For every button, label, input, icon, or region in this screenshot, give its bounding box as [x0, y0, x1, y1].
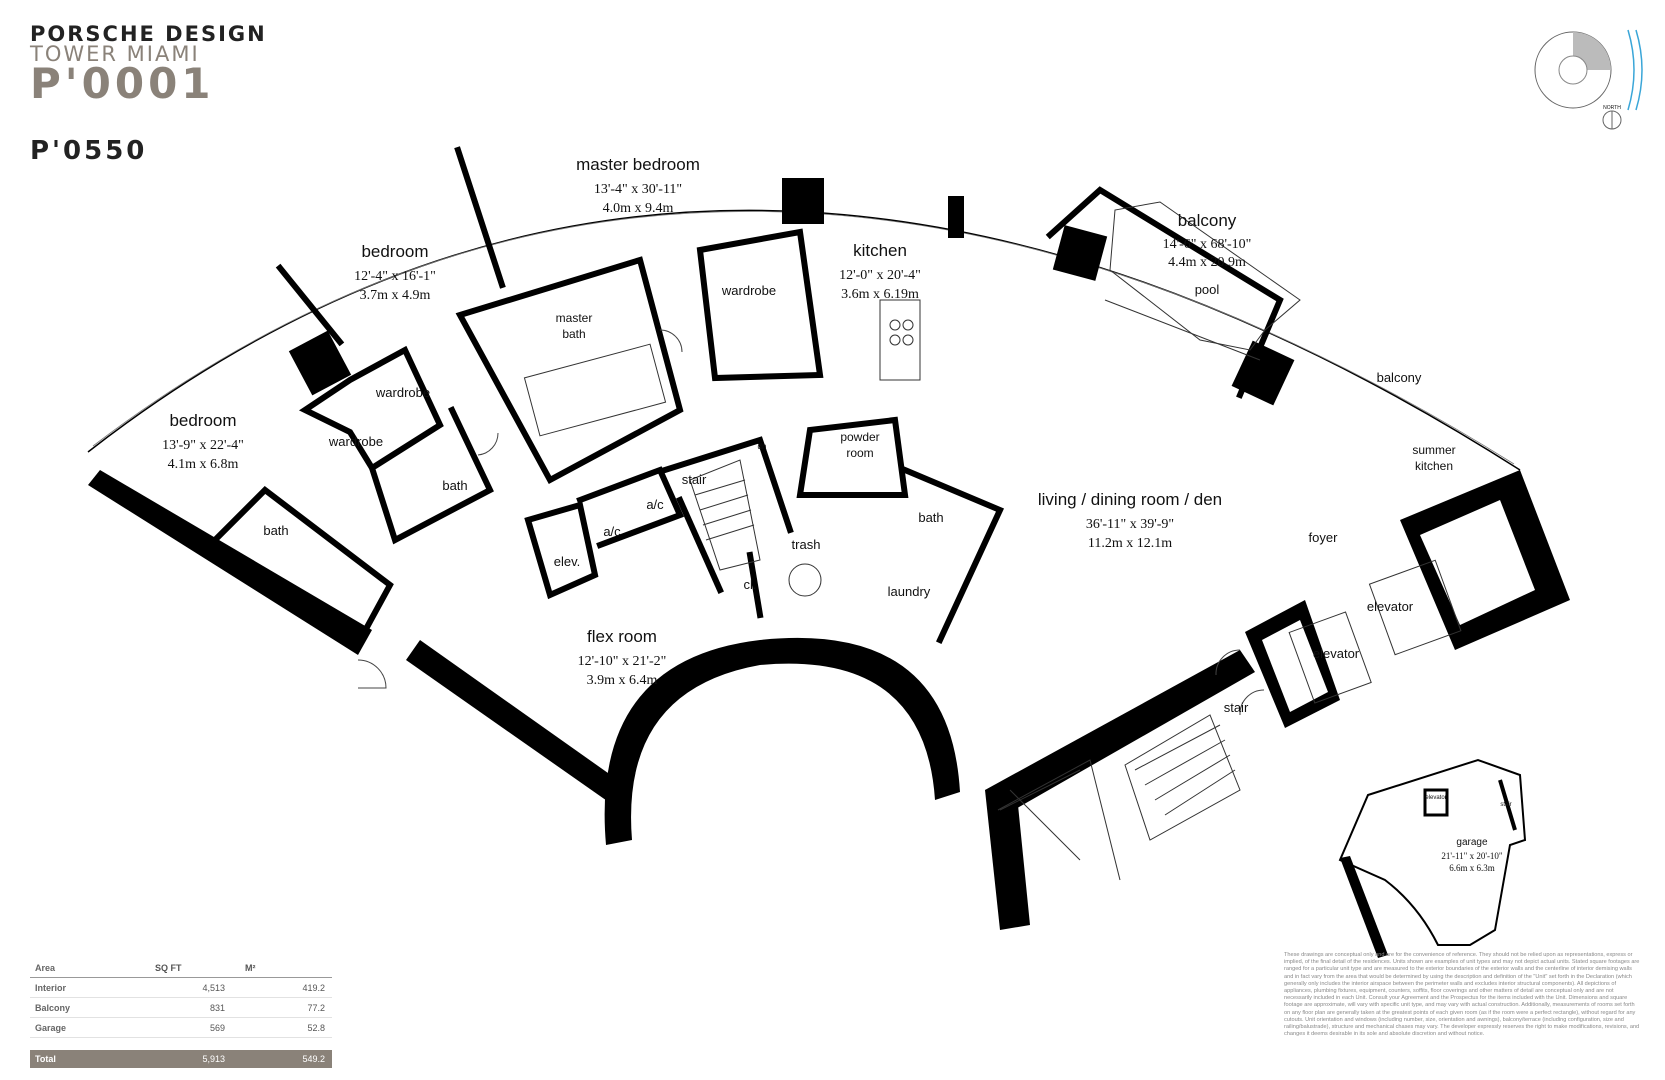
area-row-total: Total 5,913 549.2 — [30, 1050, 332, 1068]
brand-line-1: PORSCHE DESIGN — [30, 22, 267, 46]
living-dim-m: 11.2m x 12.1m — [1088, 536, 1172, 551]
trash-label: trash — [792, 537, 821, 552]
pool-label: pool — [1195, 282, 1220, 297]
garage-stair: stair — [1500, 802, 1511, 808]
brand-logo: PORSCHE DESIGN TOWER MIAMI P'0001 — [30, 24, 267, 105]
area-table: Area SQ FT M² Interior 4,513 419.2 Balco… — [30, 958, 332, 1068]
legal-disclaimer: These drawings are conceptual only and a… — [1284, 952, 1640, 1038]
row-label: Balcony — [35, 1002, 71, 1013]
flex-dim-m: 3.9m x 6.4m — [587, 673, 658, 688]
master-bedroom-dim-ft: 13'-4" x 30'-11" — [594, 182, 682, 197]
powder-room-line2: room — [846, 446, 873, 460]
summer-kitchen-line2: kitchen — [1415, 459, 1453, 473]
row-sqft: 831 — [209, 1002, 225, 1013]
master-bedroom-name: master bedroom — [576, 155, 700, 174]
wall-southwest — [88, 470, 372, 655]
garage-elevator: elevator — [1425, 795, 1446, 801]
column-nw — [288, 330, 352, 396]
wardrobe-upper: wardrobe — [375, 385, 430, 400]
key-plan: NORTH — [1534, 29, 1643, 130]
row-m2: 419.2 — [302, 982, 325, 993]
master-bath-line2: bath — [562, 327, 585, 341]
room-labels: master bedroom 13'-4" x 30'-11" 4.0m x 9… — [162, 155, 1456, 715]
brand-line-2: TOWER MIAMI — [30, 42, 200, 66]
stair-dn: dn — [758, 442, 767, 451]
unit-name: P'0550 — [30, 136, 148, 166]
bath-center: bath — [442, 478, 467, 493]
header-m2: M² — [245, 962, 256, 973]
balcony-pool-dim-ft: 14'-6" x 68'-10" — [1163, 237, 1252, 252]
interior-walls — [210, 146, 1284, 645]
garage-dim-m: 6.6m x 6.3m — [1449, 863, 1495, 873]
stair-core-label: stair — [1224, 700, 1249, 715]
garage-plan: garage 21'-11" x 20'-10" 6.6m x 6.3m ele… — [1338, 758, 1527, 958]
living-name: living / dining room / den — [1038, 490, 1222, 509]
door-swings — [357, 329, 1265, 716]
balcony-east-label: balcony — [1377, 370, 1422, 385]
wardrobe-kitchen: wardrobe — [721, 283, 776, 298]
kitchen-name: kitchen — [853, 241, 907, 260]
summer-kitchen-line1: summer — [1412, 443, 1455, 457]
row-m2: 77.2 — [307, 1002, 325, 1013]
column-pool — [1231, 340, 1295, 406]
flex-name: flex room — [587, 627, 657, 646]
wardrobe-lower: wardrobe — [328, 434, 383, 449]
kitchen-dim-ft: 12'-0" x 20'-4" — [839, 268, 921, 283]
bedroom-upper-name: bedroom — [361, 242, 428, 261]
elevator-east: elevator — [1367, 599, 1414, 614]
living-dim-ft: 36'-11" x 39'-9" — [1086, 517, 1174, 532]
garage-name: garage — [1456, 837, 1488, 848]
area-row-interior: Interior 4,513 419.2 — [30, 978, 332, 998]
powder-room-line1: powder — [840, 430, 879, 444]
closet-label: cl. — [744, 577, 757, 592]
header-area: Area — [35, 962, 56, 973]
brand-line-3: P'0001 — [30, 59, 215, 108]
row-label: Garage — [35, 1022, 67, 1033]
foyer-label: foyer — [1309, 530, 1339, 545]
outer-glass-wall — [87, 209, 1521, 471]
total-m2: 549.2 — [302, 1054, 325, 1064]
column-kitchen — [782, 178, 824, 224]
stair-interior: stair — [682, 472, 707, 487]
balcony-pool-name: balcony — [1178, 211, 1237, 230]
compass-label: NORTH — [1603, 105, 1621, 111]
total-sqft: 5,913 — [202, 1054, 225, 1064]
bath-right: bath — [918, 510, 943, 525]
wall-flex-south — [406, 640, 632, 810]
laundry-label: laundry — [888, 584, 931, 599]
row-sqft: 569 — [209, 1022, 225, 1033]
bedroom-upper-dim-m: 3.7m x 4.9m — [360, 288, 431, 303]
bedroom-left-name: bedroom — [169, 411, 236, 430]
header-sqft: SQ FT — [155, 962, 182, 973]
bedroom-left-dim-m: 4.1m x 6.8m — [168, 457, 239, 472]
row-label: Interior — [35, 982, 67, 993]
area-row-garage: Garage 569 52.8 — [30, 1018, 332, 1038]
ac-unit-1: a/c — [646, 497, 664, 512]
master-bedroom-dim-m: 4.0m x 9.4m — [603, 201, 674, 216]
flex-dim-ft: 12'-10" x 21'-2" — [578, 654, 667, 669]
bedroom-left-dim-ft: 13'-9" x 22'-4" — [162, 438, 244, 453]
fixtures — [523, 201, 1462, 881]
master-bath-line1: master — [556, 311, 593, 325]
ac-unit-2: a/c — [603, 524, 621, 539]
wall-stair-core — [985, 785, 1030, 930]
elev-label: elev. — [554, 554, 581, 569]
elevator-west: elevator — [1313, 646, 1360, 661]
balcony-pool-dim-m: 4.4m x 20.9m — [1168, 255, 1246, 270]
garage-dim-ft: 21'-11" x 20'-10" — [1441, 851, 1503, 861]
total-label: Total — [35, 1054, 56, 1064]
bedroom-upper-dim-ft: 12'-4" x 16'-1" — [354, 269, 436, 284]
area-table-header: Area SQ FT M² — [30, 958, 332, 978]
row-m2: 52.8 — [307, 1022, 325, 1033]
wall-southeast — [985, 650, 1255, 815]
row-sqft: 4,513 — [202, 982, 225, 993]
bath-left: bath — [263, 523, 288, 538]
area-row-balcony: Balcony 831 77.2 — [30, 998, 332, 1018]
column-balcony — [1052, 225, 1108, 281]
kitchen-dim-m: 3.6m x 6.19m — [841, 287, 919, 302]
